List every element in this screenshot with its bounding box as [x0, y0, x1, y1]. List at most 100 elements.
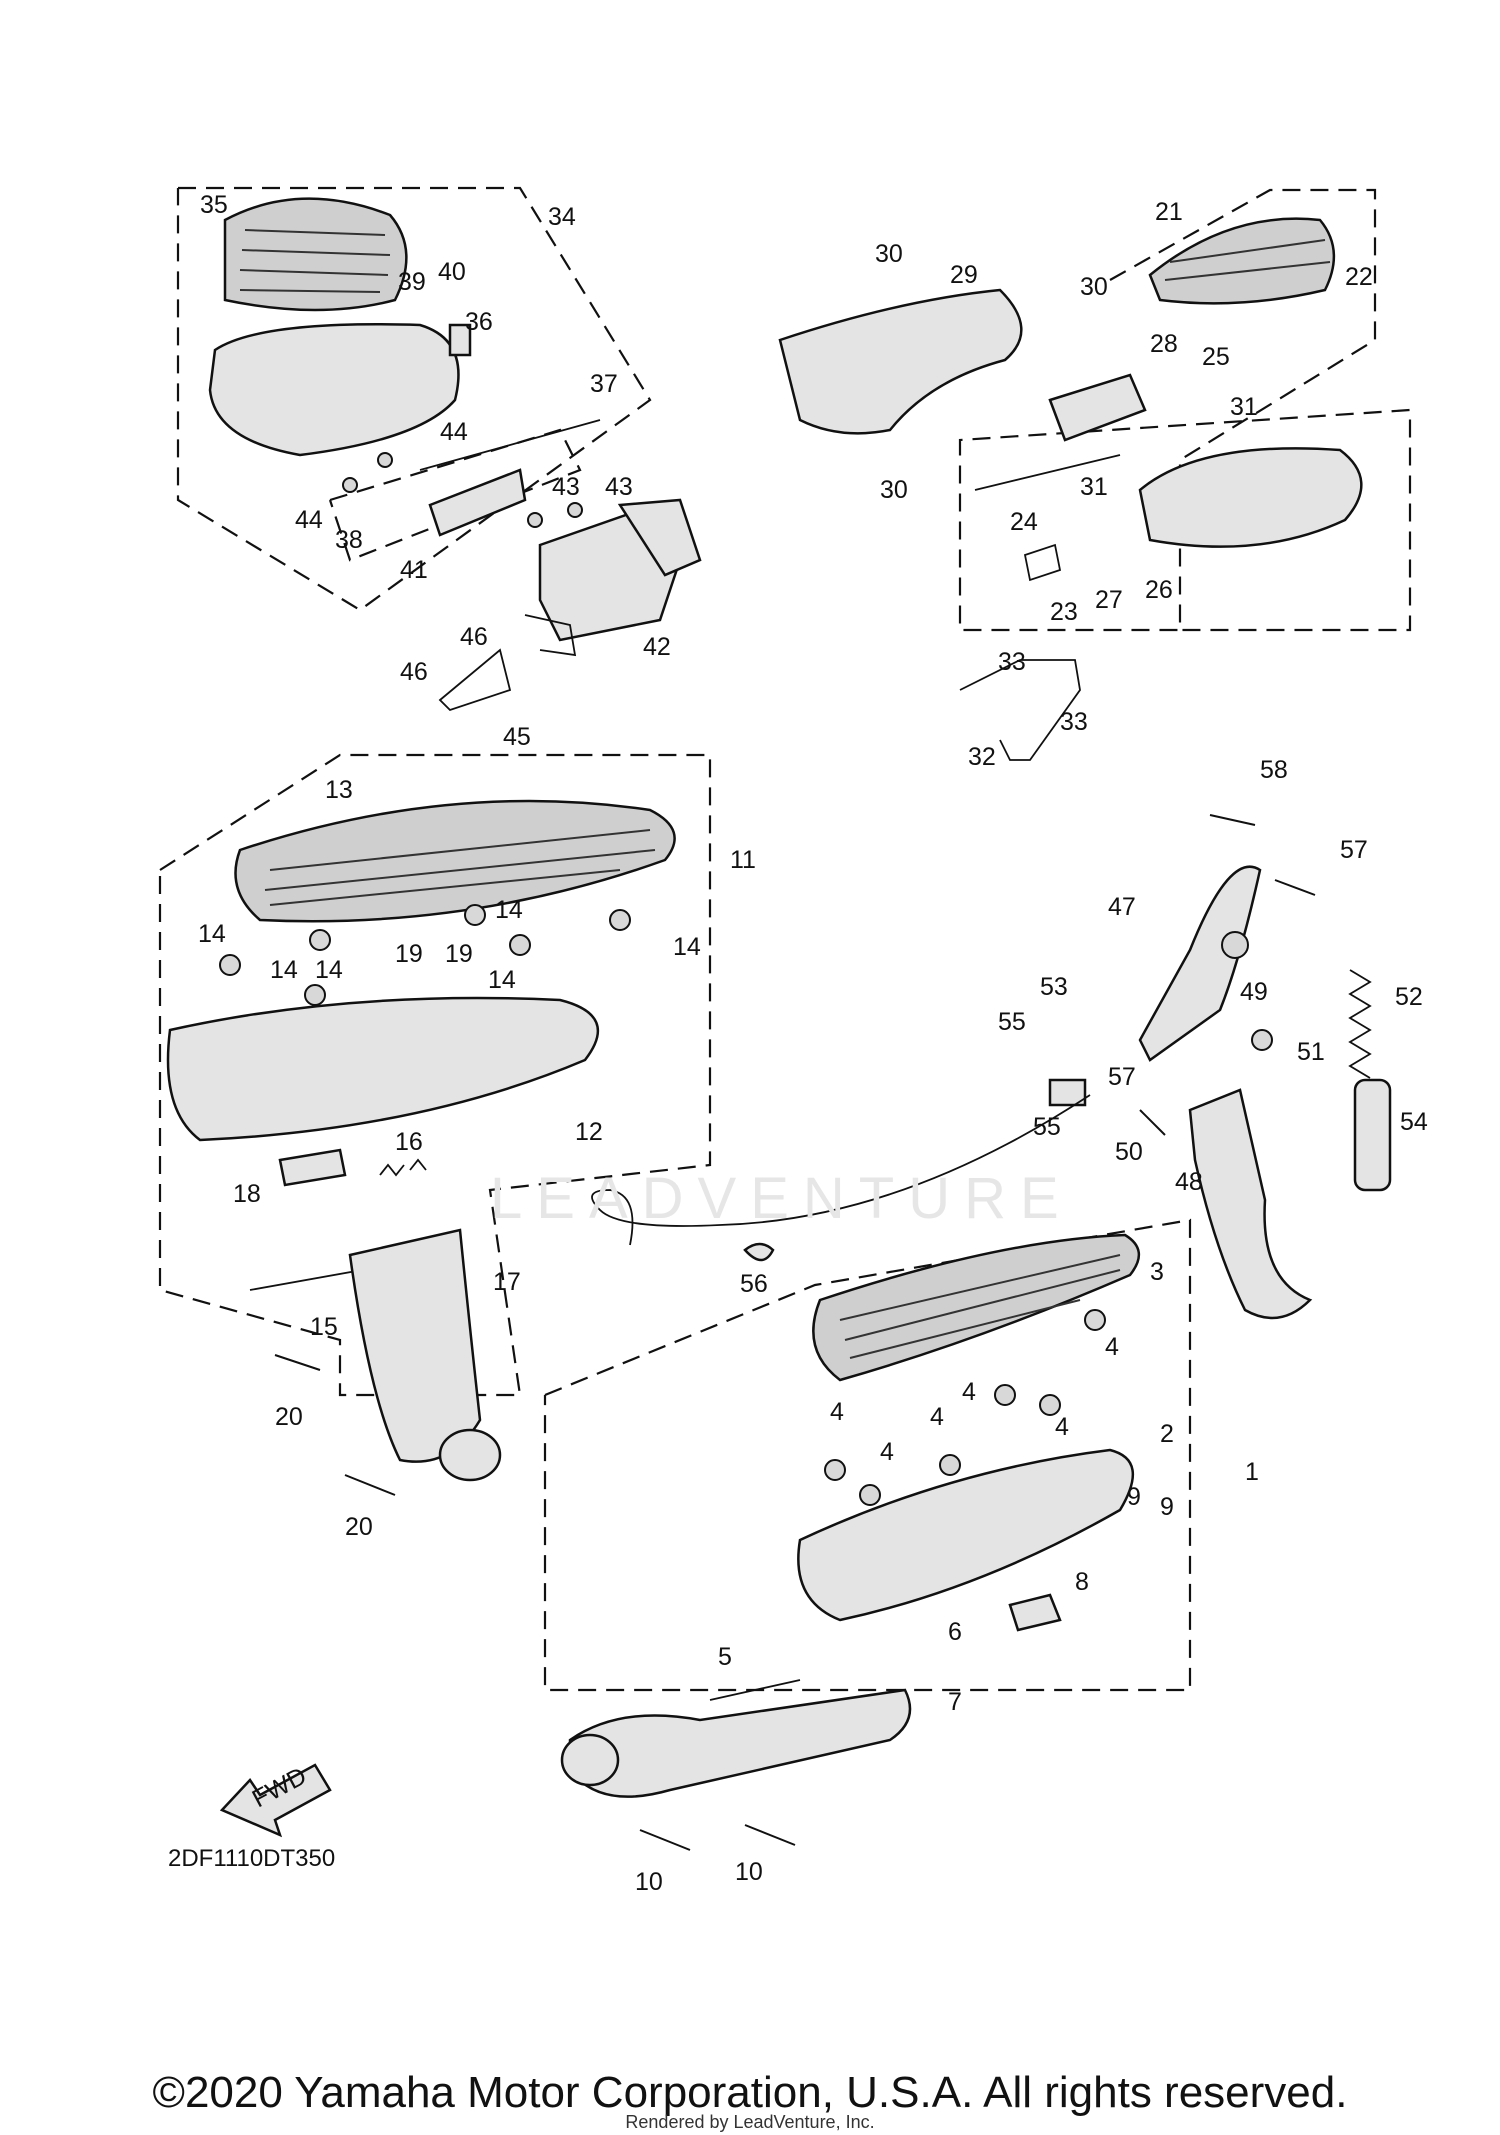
grommet-4-b: [859, 1484, 881, 1506]
cover-54: [1353, 1078, 1392, 1192]
bolt-43-a: [527, 512, 543, 528]
grommet-14-c: [304, 984, 326, 1006]
callout-51: 51: [1297, 1038, 1325, 1066]
callout-52: 52: [1395, 983, 1423, 1011]
callout-45: 45: [503, 723, 531, 751]
callout-14: 14: [198, 920, 226, 948]
callout-4: 4: [962, 1378, 976, 1406]
washer-51: [1251, 1029, 1273, 1051]
callout-49: 49: [1240, 978, 1268, 1006]
callout-25: 25: [1202, 343, 1230, 371]
callout-17: 17: [493, 1268, 521, 1296]
footboard-pad-22: [1148, 217, 1336, 305]
spring-52: [1348, 969, 1372, 1079]
switch-lead: [591, 1094, 1091, 1246]
footboard-pad-13: [234, 799, 676, 923]
footboard-pad-3: [812, 1233, 1140, 1382]
callout-22: 22: [1345, 263, 1373, 291]
callout-4: 4: [930, 1403, 944, 1431]
callout-24: 24: [1010, 508, 1038, 536]
callout-33: 33: [998, 648, 1026, 676]
callout-37: 37: [590, 370, 618, 398]
callout-32: 32: [968, 743, 996, 771]
callout-56: 56: [740, 1270, 768, 1298]
callout-2: 2: [1160, 1420, 1174, 1448]
callout-20: 20: [345, 1513, 373, 1541]
grommet-14-b: [309, 929, 331, 951]
grommet-4-d: [994, 1384, 1016, 1406]
bracket-32: [959, 659, 1081, 761]
rod-24: [974, 454, 1121, 491]
footboard-frame-right: [1138, 447, 1363, 548]
bolt-57-b: [1139, 1109, 1166, 1136]
callout-42: 42: [643, 633, 671, 661]
callout-19: 19: [445, 940, 473, 968]
callout-4: 4: [1055, 1413, 1069, 1441]
bolt-10-b: [744, 1824, 796, 1846]
footboard-frame-left: [208, 323, 460, 457]
switch-53: [1048, 1078, 1087, 1107]
hinge-41: [428, 468, 527, 537]
callout-16: 16: [395, 1128, 423, 1156]
callout-4: 4: [830, 1398, 844, 1426]
callout-48: 48: [1175, 1168, 1203, 1196]
callout-31: 31: [1080, 473, 1108, 501]
bolt-44-a: [342, 477, 358, 493]
copyright-notice: ©2020 Yamaha Motor Corporation, U.S.A. A…: [152, 2068, 1348, 2117]
callout-10: 10: [635, 1868, 663, 1896]
callout-57: 57: [1108, 1063, 1136, 1091]
callout-46: 46: [400, 658, 428, 686]
spring-16: [379, 1158, 427, 1177]
callout-18: 18: [233, 1180, 261, 1208]
group-outline-11: [158, 753, 712, 1397]
rendered-by-notice: Rendered by LeadVenture, Inc.: [625, 2112, 875, 2132]
callout-58: 58: [1260, 756, 1288, 784]
callout-1: 1: [1245, 1458, 1259, 1486]
callout-11: 11: [730, 846, 756, 874]
callout-7: 7: [948, 1688, 962, 1716]
callout-12: 12: [575, 1118, 603, 1146]
callout-26: 26: [1145, 576, 1173, 604]
pivot-right: [560, 1733, 620, 1787]
callout-29: 29: [950, 261, 978, 289]
callout-35: 35: [200, 191, 228, 219]
spring-clip-45: [438, 648, 512, 712]
stand-bracket-47: [1138, 865, 1262, 1062]
footboard-pad-35: [223, 197, 408, 312]
callout-41: 41: [400, 556, 428, 584]
callout-54: 54: [1400, 1108, 1428, 1136]
forward-arrow-icon: FWD: [219, 1762, 332, 1838]
bolt-20-a: [274, 1354, 321, 1371]
callout-53: 53: [1040, 973, 1068, 1001]
callout-13: 13: [325, 776, 353, 804]
callout-23: 23: [1050, 598, 1078, 626]
watermark-text: LEADVENTURE: [490, 1166, 1073, 1231]
group-outline-1: [543, 1218, 1192, 1692]
callout-30: 30: [875, 240, 903, 268]
rod-37: [419, 419, 601, 471]
grommet-4-e: [1039, 1394, 1061, 1416]
callout-30: 30: [1080, 273, 1108, 301]
diagram-code: 2DF1110DT350: [168, 1845, 336, 1872]
callout-15: 15: [310, 1313, 338, 1341]
grommet-4-a: [824, 1459, 846, 1481]
callout-36: 36: [465, 308, 493, 336]
grommet-14-f: [609, 909, 631, 931]
callout-43: 43: [605, 473, 633, 501]
callout-43: 43: [552, 473, 580, 501]
callout-39: 39: [398, 268, 426, 296]
clip-46: [524, 614, 577, 657]
mount-bracket-29: [778, 288, 1023, 435]
callout-33: 33: [1060, 708, 1088, 736]
callout-4: 4: [1105, 1333, 1119, 1361]
bolt-20-b: [344, 1474, 396, 1496]
callout-3: 3: [1150, 1258, 1164, 1286]
callout-40: 40: [438, 258, 466, 286]
callout-9: 9: [1127, 1483, 1141, 1511]
clip-23: [1023, 543, 1062, 582]
callout-14: 14: [488, 966, 516, 994]
bolt-10-a: [639, 1829, 691, 1851]
callout-38: 38: [335, 526, 363, 554]
callout-14: 14: [495, 896, 523, 924]
